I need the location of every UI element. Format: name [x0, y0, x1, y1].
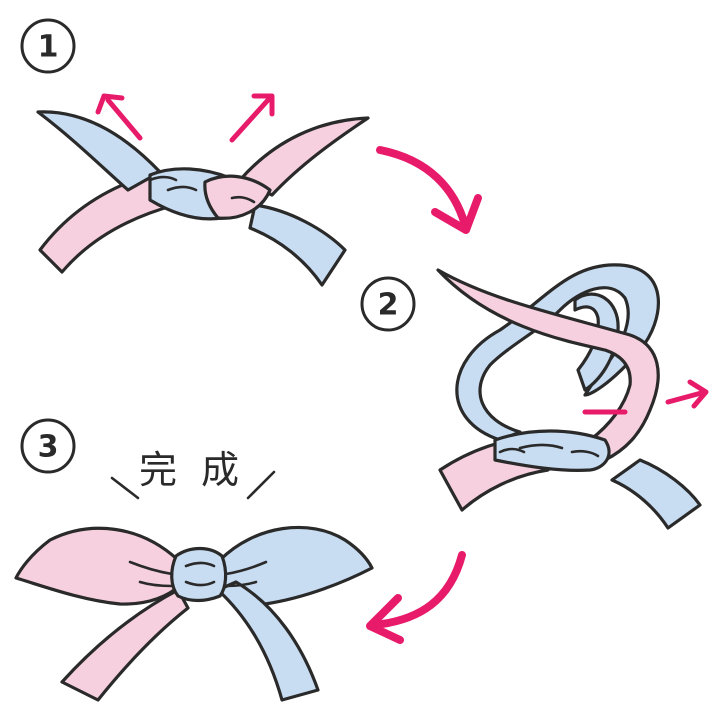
bow-left-wing — [14, 526, 182, 606]
step-3-number: 3 — [38, 430, 59, 465]
bow-left-tail — [60, 588, 190, 702]
curved-arrow-1-to-2-icon — [376, 146, 482, 234]
step-3-ribbon-bow-icon — [14, 525, 374, 702]
bow-knot — [170, 546, 228, 603]
step-1-number: 1 — [38, 30, 59, 65]
step-2-badge: 2 — [360, 276, 416, 332]
step2-blue-band — [610, 458, 702, 530]
completion-label: 完 成 — [139, 448, 245, 492]
step1-blue-tail — [36, 110, 162, 192]
step-2-number: 2 — [378, 288, 399, 323]
completion-label-group: 完 成 — [110, 448, 276, 500]
step1-blue-band — [248, 203, 347, 287]
step-2-ribbon-loop-icon — [436, 263, 702, 530]
curved-arrow-2-to-3-icon — [366, 551, 466, 644]
step-1-pull-arrows — [95, 93, 275, 143]
step-1-badge: 1 — [20, 18, 76, 74]
step-1-ribbon-twist-icon — [36, 110, 370, 287]
step2-knot-twist — [493, 429, 611, 472]
bow-right-tail — [216, 580, 320, 702]
step-2-pull-arrows — [582, 379, 709, 415]
step-3-badge: 3 — [20, 418, 76, 474]
